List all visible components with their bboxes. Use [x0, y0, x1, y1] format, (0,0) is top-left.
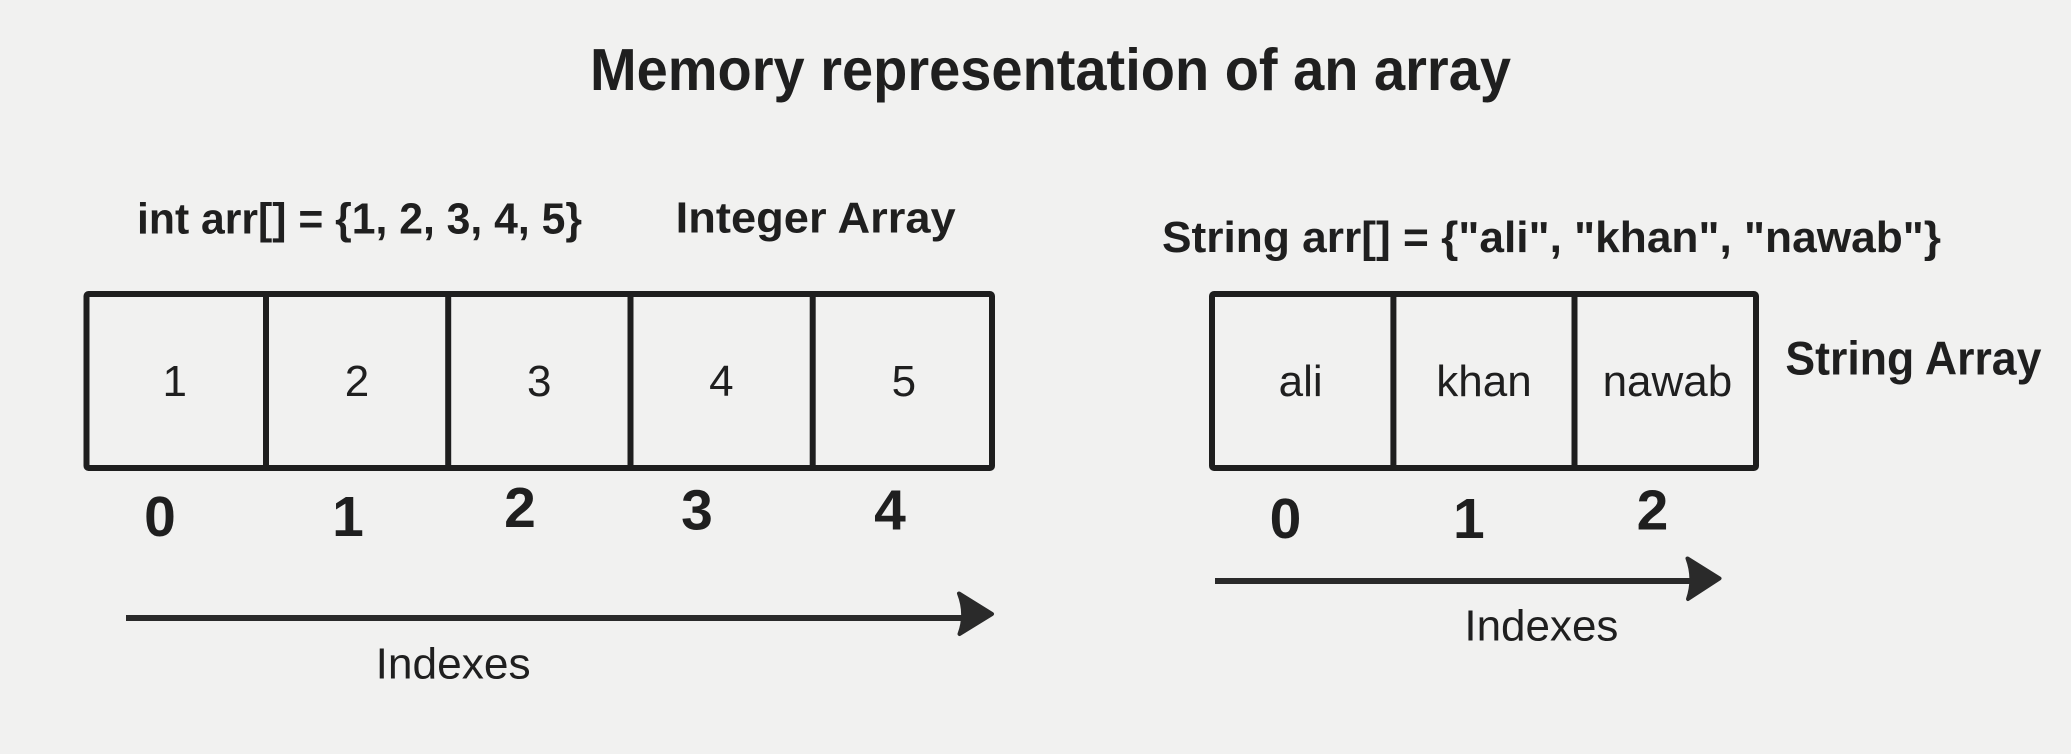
svg-text:ali: ali — [1279, 357, 1323, 406]
svg-text:4: 4 — [874, 479, 906, 543]
svg-text:1: 1 — [162, 357, 186, 406]
svg-text:2: 2 — [504, 476, 536, 540]
svg-text:String arr[] = {"ali", "khan",: String arr[] = {"ali", "khan", "nawab"} — [1162, 213, 1941, 262]
svg-text:Indexes: Indexes — [1464, 602, 1618, 651]
svg-text:String Array: String Array — [1785, 332, 2041, 385]
svg-text:2: 2 — [345, 357, 369, 406]
svg-text:int arr[] = {1, 2, 3, 4, 5}: int arr[] = {1, 2, 3, 4, 5} — [137, 195, 582, 244]
svg-text:khan: khan — [1436, 357, 1531, 406]
svg-text:Integer Array: Integer Array — [676, 194, 957, 243]
svg-text:3: 3 — [681, 479, 713, 543]
svg-text:3: 3 — [527, 357, 551, 406]
svg-text:2: 2 — [1637, 479, 1669, 543]
svg-text:Indexes: Indexes — [376, 639, 531, 688]
svg-text:nawab: nawab — [1603, 357, 1733, 406]
svg-text:0: 0 — [144, 485, 176, 549]
svg-text:Memory representation of an ar: Memory representation of an array — [590, 37, 1511, 103]
svg-text:4: 4 — [709, 357, 733, 406]
svg-text:0: 0 — [1270, 487, 1302, 551]
svg-text:5: 5 — [892, 357, 916, 406]
svg-text:1: 1 — [332, 485, 364, 549]
svg-text:1: 1 — [1453, 487, 1485, 551]
